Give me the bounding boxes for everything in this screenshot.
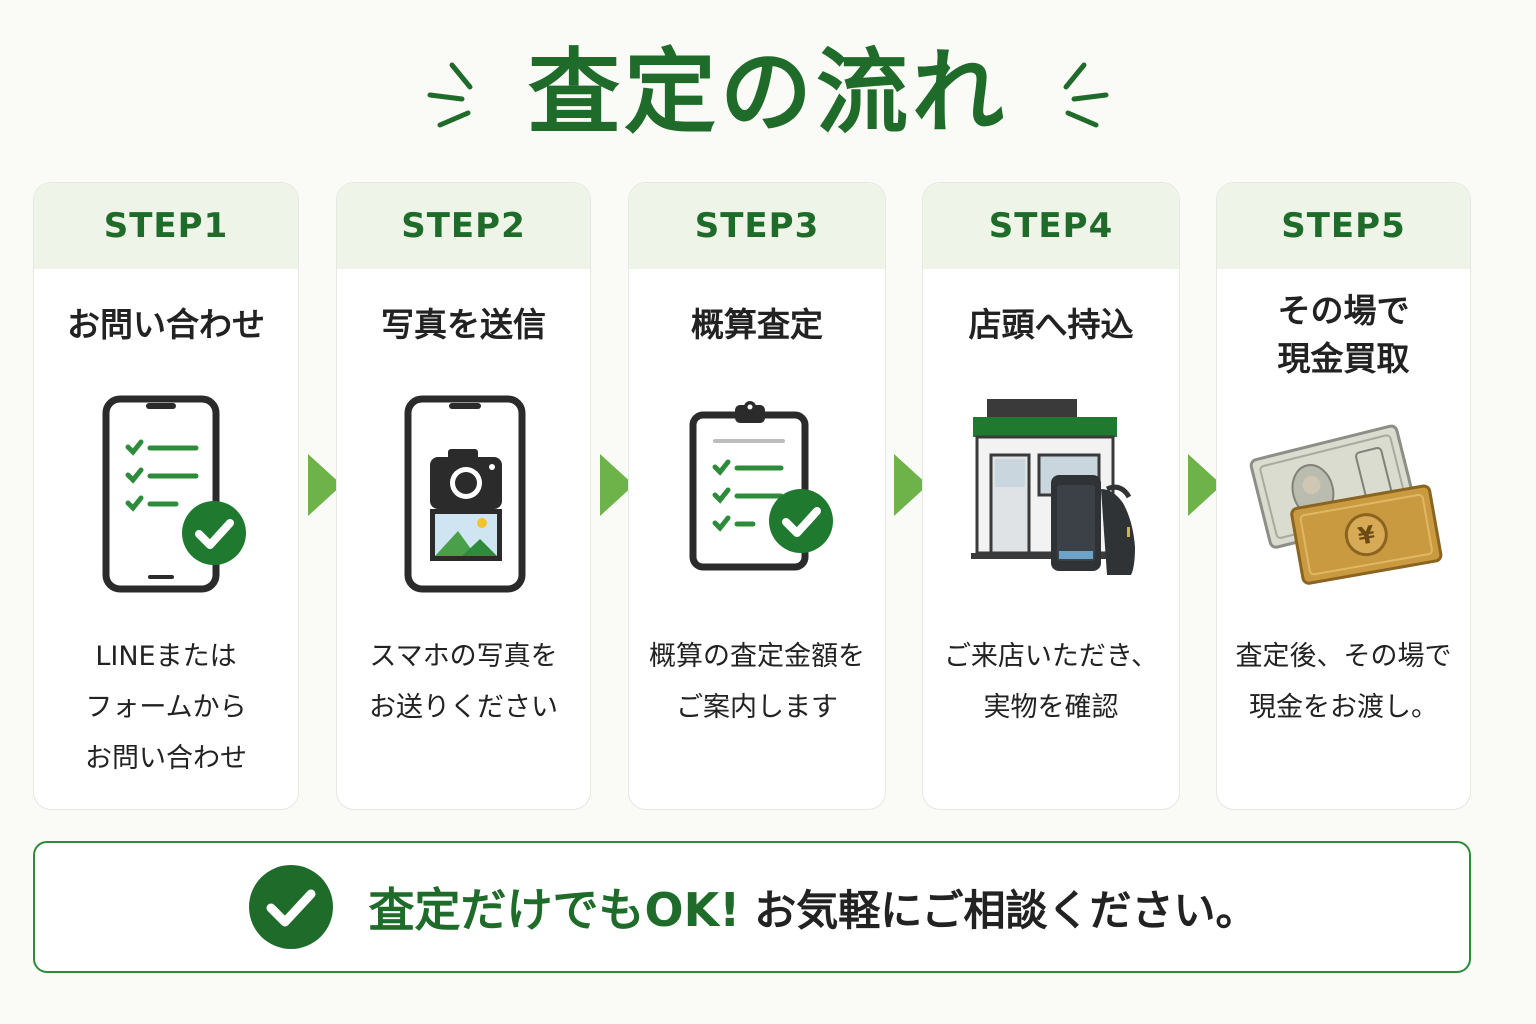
step-description: LINEまたは フォームから お問い合わせ [85, 641, 247, 774]
step-title: 写真を送信 [381, 305, 546, 344]
step-label: STEP4 [923, 183, 1179, 269]
store-icon [971, 399, 1135, 575]
step-card-2: STEP2 写真を送信 スマホの写真を お送りください [336, 182, 591, 810]
page-title: 査定の流れ [527, 39, 1008, 146]
arrow-right-icon [308, 454, 342, 516]
step-description: 査定後、その場で 現金をお渡し。 [1235, 641, 1452, 723]
arrow-right-icon [894, 454, 928, 516]
banner-text: お気軽にご相談ください。 [754, 885, 1258, 935]
sparkle-right-icon [1063, 62, 1109, 128]
smartphone-checklist-icon [102, 395, 246, 593]
sparkle-left-icon [427, 62, 473, 128]
step-description: 概算の査定金額を ご案内します [649, 641, 865, 723]
step-label: STEP1 [34, 183, 298, 269]
consultation-banner: 査定だけでもOK! お気軽にご相談ください。 [33, 841, 1471, 973]
step-label: STEP5 [1217, 183, 1470, 269]
check-circle-icon [248, 865, 333, 949]
arrow-right-icon [600, 454, 634, 516]
arrow-right-icon [1188, 454, 1222, 516]
step-card-1: STEP1 お問い合わせ LINEまたは フォームから お問い合わせ [33, 182, 299, 810]
step-title: お問い合わせ [67, 305, 265, 344]
step-description: スマホの写真を お送りください [369, 641, 558, 723]
clipboard-check-icon [689, 401, 833, 571]
smartphone-camera-icon [404, 395, 525, 593]
cash-icon: ¥ [1249, 424, 1442, 585]
step-label: STEP2 [337, 183, 590, 269]
step-card-4: STEP4 店頭へ持込 ご来店いただき、 実物を確認 [922, 182, 1180, 810]
step-title: その場で 現金買取 [1277, 291, 1410, 378]
step-card-5: STEP5 その場で 現金買取 ¥ 査定後、その場で 現金をお渡し。 [1216, 182, 1471, 810]
step-card-3: STEP3 概算査定 概算の査定金額を ご案内します [628, 182, 886, 810]
steps-flow: STEP1 お問い合わせ LINEまたは フォームから お問い合わせ [33, 182, 1471, 810]
page-header: 査定の流れ [0, 28, 1536, 158]
banner-emphasis: 査定だけでもOK! [368, 883, 741, 937]
step-title: 概算査定 [691, 305, 823, 344]
step-label: STEP3 [629, 183, 885, 269]
step-description: ご来店いただき、 実物を確認 [943, 641, 1159, 723]
svg-text:¥: ¥ [1355, 520, 1377, 551]
step-title: 店頭へ持込 [968, 305, 1134, 344]
